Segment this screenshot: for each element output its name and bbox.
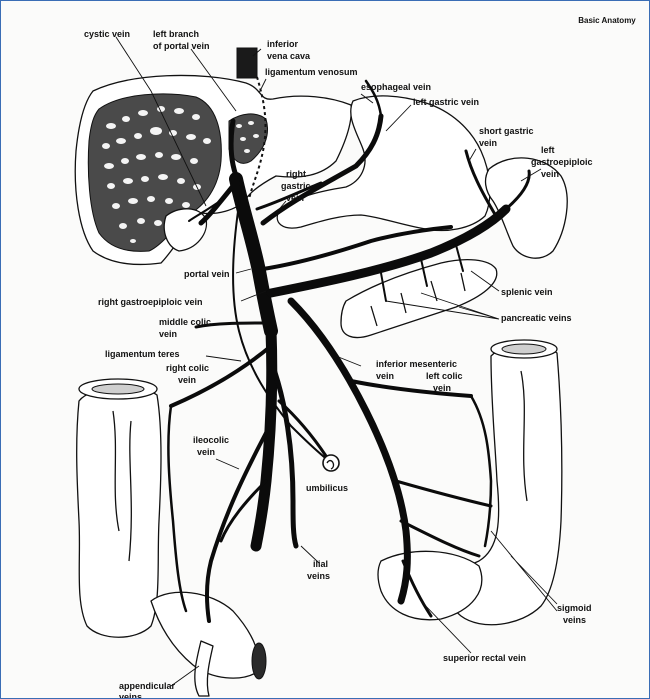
label-middle-colic-2: vein: [159, 329, 177, 339]
label-ligamentum-venosum: ligamentum venosum: [265, 67, 358, 77]
ascending-colon: [77, 387, 161, 637]
inferior-vena-cava: [237, 48, 257, 78]
label-umbilicus: umbilicus: [306, 483, 348, 493]
inferior-mesenteric-vessel: [291, 301, 407, 601]
label-right-colic-2: vein: [178, 375, 196, 385]
label-inferior-vena-cava-2: vena cava: [267, 51, 311, 61]
label-right-gastric-1: right: [286, 169, 306, 179]
label-short-gastric-2: vein: [479, 138, 497, 148]
label-cystic-vein: cystic vein: [84, 29, 130, 39]
left-colic-vessel: [351, 381, 471, 396]
label-ligamentum-teres: ligamentum teres: [105, 349, 180, 359]
label-pancreatic-veins: pancreatic veins: [501, 313, 572, 323]
label-right-gastroepiploic: right gastroepiploic vein: [98, 297, 203, 307]
label-left-branch-2: of portal vein: [153, 41, 210, 51]
label-inferior-vena-cava-1: inferior: [267, 39, 299, 49]
sigmoid-vein-2: [401, 521, 479, 556]
label-splenic-vein: splenic vein: [501, 287, 553, 297]
label-esophageal-vein: esophageal vein: [361, 82, 431, 92]
label-ileocolic-1: ileocolic: [193, 435, 229, 445]
label-ilial-2: veins: [307, 571, 330, 581]
book-title: Basic Anatomy: [578, 16, 636, 25]
right-colic-arcade: [168, 406, 186, 611]
label-ileocolic-2: vein: [197, 447, 215, 457]
label-right-gastric-3: vein: [286, 193, 304, 203]
label-right-colic-1: right colic: [166, 363, 209, 373]
label-appendicular-1: appendicular: [119, 681, 176, 691]
label-left-gastroepiploic-2: gastroepiploic: [531, 157, 593, 167]
sigmoid-vein-1: [396, 481, 491, 506]
label-left-colic-1: left colic: [426, 371, 463, 381]
label-left-branch-1: left branch: [153, 29, 199, 39]
label-short-gastric-1: short gastric: [479, 126, 534, 136]
label-appendicular-2: veins: [119, 692, 142, 698]
label-ilial-1: ilial: [313, 559, 328, 569]
label-portal-vein: portal vein: [184, 269, 230, 279]
label-right-gastric-2: gastric: [281, 181, 311, 191]
label-inferior-mesenteric-2: vein: [376, 371, 394, 381]
label-sigmoid-1: sigmoid: [557, 603, 592, 613]
label-left-gastric-vein: left gastric vein: [413, 97, 479, 107]
label-superior-rectal: superior rectal vein: [443, 653, 526, 663]
left-colic-arcade: [471, 396, 491, 546]
label-middle-colic-1: middle colic: [159, 317, 211, 327]
label-inferior-mesenteric-1: inferior mesenteric: [376, 359, 457, 369]
gallbladder: [164, 209, 206, 251]
portal-vein-trunk: [236, 179, 271, 331]
label-left-gastroepiploic-3: vein: [541, 169, 559, 179]
label-sigmoid-2: veins: [563, 615, 586, 625]
label-left-colic-2: vein: [433, 383, 451, 393]
label-left-gastroepiploic-1: left: [541, 145, 555, 155]
